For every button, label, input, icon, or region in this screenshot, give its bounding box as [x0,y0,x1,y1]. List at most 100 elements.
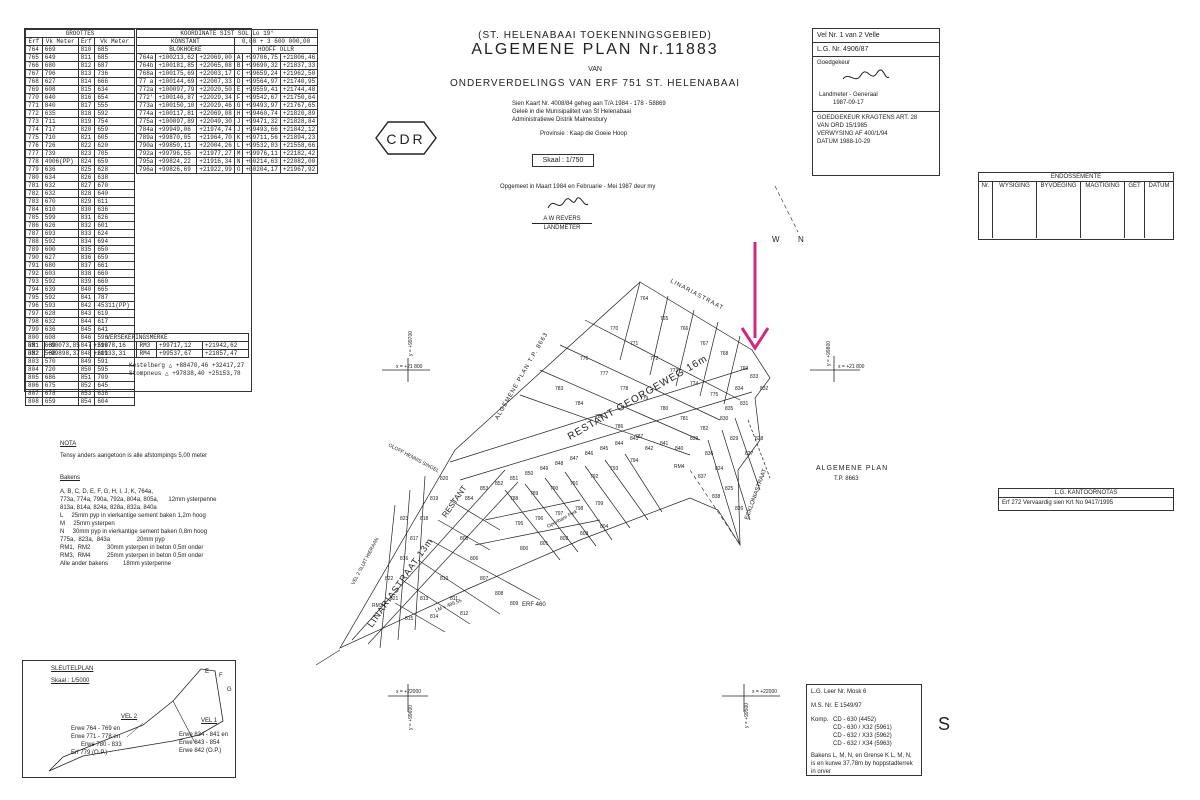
trig-stompneus-coords: +97838,40 +25153,78 [172,370,241,377]
lot-number: 766 [680,326,689,332]
x-bottom-right-label: x = +22000 [752,689,777,695]
lot-number: 799 [595,501,604,507]
lot-number: 797 [555,511,564,517]
table-cell: RM2 [24,349,46,358]
komp-item: CD - 632 / X34 (5963) [833,741,892,747]
lot-number: 802 [560,536,569,542]
lot-number: 777 [600,371,609,377]
lot-number: 764 [640,296,649,302]
approved-label: Goedgekeur [817,60,851,66]
table-cell: +00204,17 [242,165,281,174]
lm-distance-label: LM = 496,55 [435,598,463,614]
lg-ms: M.S. Nr. E 1549/97 [811,703,862,709]
details-line-1: Sien Kaart Nr. 4008/84 geheg aan T/A 198… [512,101,666,107]
lot-number: 808 [495,591,504,597]
lot-number: 785 [595,414,604,420]
lot-number: 780 [660,406,669,412]
table-cell: +21967,92 [279,165,319,174]
lots-layer [339,281,771,649]
lot-number: 848 [555,461,564,467]
endorsement-col-header: DATUM [1148,183,1170,189]
street-georgeweg: RESTANT GEORGEWEG 16m [566,353,710,442]
lot-labels: 7647657667677687697707717727737747757767… [385,296,769,622]
lot-number: 824 [715,466,724,472]
komp-item: CD - 632 / X33 (5962) [833,733,892,739]
lot-number: 811 [450,596,458,602]
oloff-label: OLOFF HENNIS SINGEL [387,442,440,474]
table-cell: RM4 [136,349,157,358]
office-notes-box: L.G. KANTOORNOTAS Erf 272 Vervaardig sie… [998,488,1174,511]
lot-number: 795 [515,521,524,527]
lot-number: 809 [510,601,519,607]
details-province: Provinsie : Kaap die Goeie Hoop [540,131,628,137]
lg-note: Bakens L, M, N, en Grense K L, M, N, is … [811,753,913,775]
key-plan-erwe-c: Erwe 780 - 833 [81,742,122,748]
surveyor-block: A W REVERS LANDMETER [532,215,592,232]
lot-number: 830 [720,416,729,422]
lot-number: 768 [720,351,729,357]
lot-number: 805 [460,536,469,542]
approval-ord: VAN ORD 15/1985 [817,123,868,129]
cdr-stamp-text: CDR [386,131,425,147]
endorsement-col-header: GET [1125,182,1145,238]
nota-line: 813a, 814a, 824a, 828a, 832a, 840a [60,505,157,511]
surveyor-name: A W REVERS [543,216,581,222]
y-bottom-left-label: y = +99600 [408,705,414,730]
endorsement-col-header: WYSIGING [993,182,1037,238]
lot-number: 854 [465,496,474,502]
lot-number: 835 [725,406,734,412]
lot-number: 849 [540,466,549,472]
lot-number: 827 [745,451,754,457]
x-left-label: x = +21 800 [396,364,423,370]
key-plan-erwe-d: Erf 779 (O.P.) [71,750,108,756]
surveyor-title: LANDMETER [532,223,592,232]
lot-number: 787 [635,434,644,440]
lot-number: 775 [710,392,719,398]
lot-number: 779 [640,396,649,402]
lot-number: 846 [585,451,594,457]
key-plan-scale: Skaal : 1/5000 [51,678,90,684]
plan-details: Sien Kaart Nr. 4008/84 geheg aan T/A 198… [512,100,712,138]
y-top-left-label: y = +99700 [408,331,414,356]
erf-460-label: ERF 460 [522,602,546,608]
lot-number: 834 [735,386,744,392]
key-plan-erwe-e: Erwe 834 - 841 en [179,732,229,738]
lot-number: 851 [510,476,519,482]
lot-number: 765 [660,316,669,322]
plan-title: ALGEMENE PLAN Nr.11883 [471,41,719,58]
table-cell: +99898,37 [44,349,92,358]
trig-stompneus-label: Stompneus [129,370,162,377]
lot-number: 771 [630,341,639,347]
approval-reference: VERWYSING AF 400/1/94 [817,131,888,137]
lg-reference-box: L.G. Leer Nr. Mosk 6 M.S. Nr. E 1549/97 … [806,684,922,776]
lot-number: 841 [660,441,669,447]
pointer-arrow [740,242,770,351]
lot-number: 833 [750,374,759,380]
table-cell: +21857,47 [201,349,250,358]
street-linariastraat-top: LINARIASTRAAT [669,278,724,311]
lot-number: 812 [460,611,469,617]
office-notes-text: Erf 272 Vervaardig sien Krt No 9417/1995 [1002,500,1114,506]
lot-number: 791 [570,481,579,487]
arrow-head [740,327,770,351]
rm3-label: RM3 [372,603,383,609]
lot-number: 836 [705,451,714,457]
rm4-label: RM4 [674,464,685,470]
key-plan-vel2: VEL 2 [121,714,138,720]
endorsements-title: ENDOSSEMENTE [979,173,1173,182]
sheet-info-box: Vel Nr. 1 van 2 Velle L.G. Nr. 4906/87 G… [812,28,940,176]
table-cell: 659 [41,397,79,406]
